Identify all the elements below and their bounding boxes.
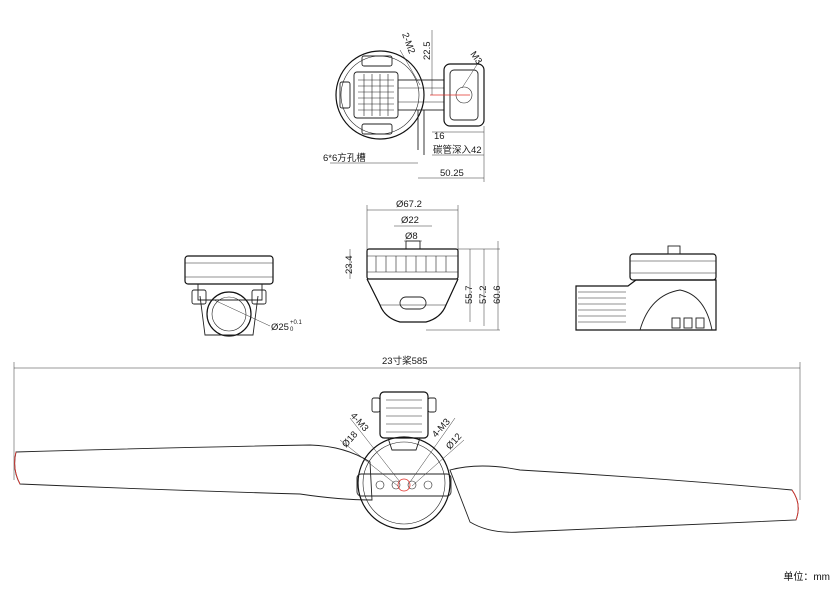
height-57-2: 57.2 (478, 286, 489, 305)
right-holes-label: 4-M3 (430, 417, 453, 440)
left-view: Ø25 +0.1 0 (184, 255, 303, 337)
tolerance-lower: 0 (290, 327, 294, 333)
m2-label: 2-M2 (399, 31, 417, 55)
height-55-7: 55.7 (464, 286, 475, 305)
dim-16: 16 (434, 131, 445, 142)
height-23-4: 23.4 (344, 256, 355, 275)
slot-label: 6*6方孔槽 (323, 152, 366, 164)
top-view: 2-M2 22.5 M3 16 碳管深入42 6*6方孔槽 50.25 (323, 30, 485, 182)
dia-8: Ø8 (405, 231, 418, 242)
propeller-view: 23寸桨585 4-M3 Ø18 4-M3 Ø1 (13, 355, 801, 533)
tolerance-upper: +0.1 (290, 320, 303, 326)
right-view (575, 245, 717, 331)
dim-50-25: 50.25 (440, 168, 464, 179)
clamp-diameter: Ø25 (271, 322, 289, 333)
dim-22-5: 22.5 (422, 42, 433, 61)
front-view: Ø67.2 Ø22 Ø8 23.4 55.7 57.2 60.6 (344, 199, 503, 331)
prop-span-label: 23寸桨585 (382, 355, 427, 367)
left-diameter-label: Ø18 (340, 429, 360, 450)
tube-depth-label: 碳管深入42 (433, 144, 482, 156)
right-diameter-label: Ø12 (444, 431, 464, 452)
height-60-6: 60.6 (492, 286, 503, 305)
unit-label: 单位：mm (783, 572, 830, 583)
dia-67-2: Ø67.2 (396, 199, 422, 210)
dia-22: Ø22 (401, 215, 419, 226)
